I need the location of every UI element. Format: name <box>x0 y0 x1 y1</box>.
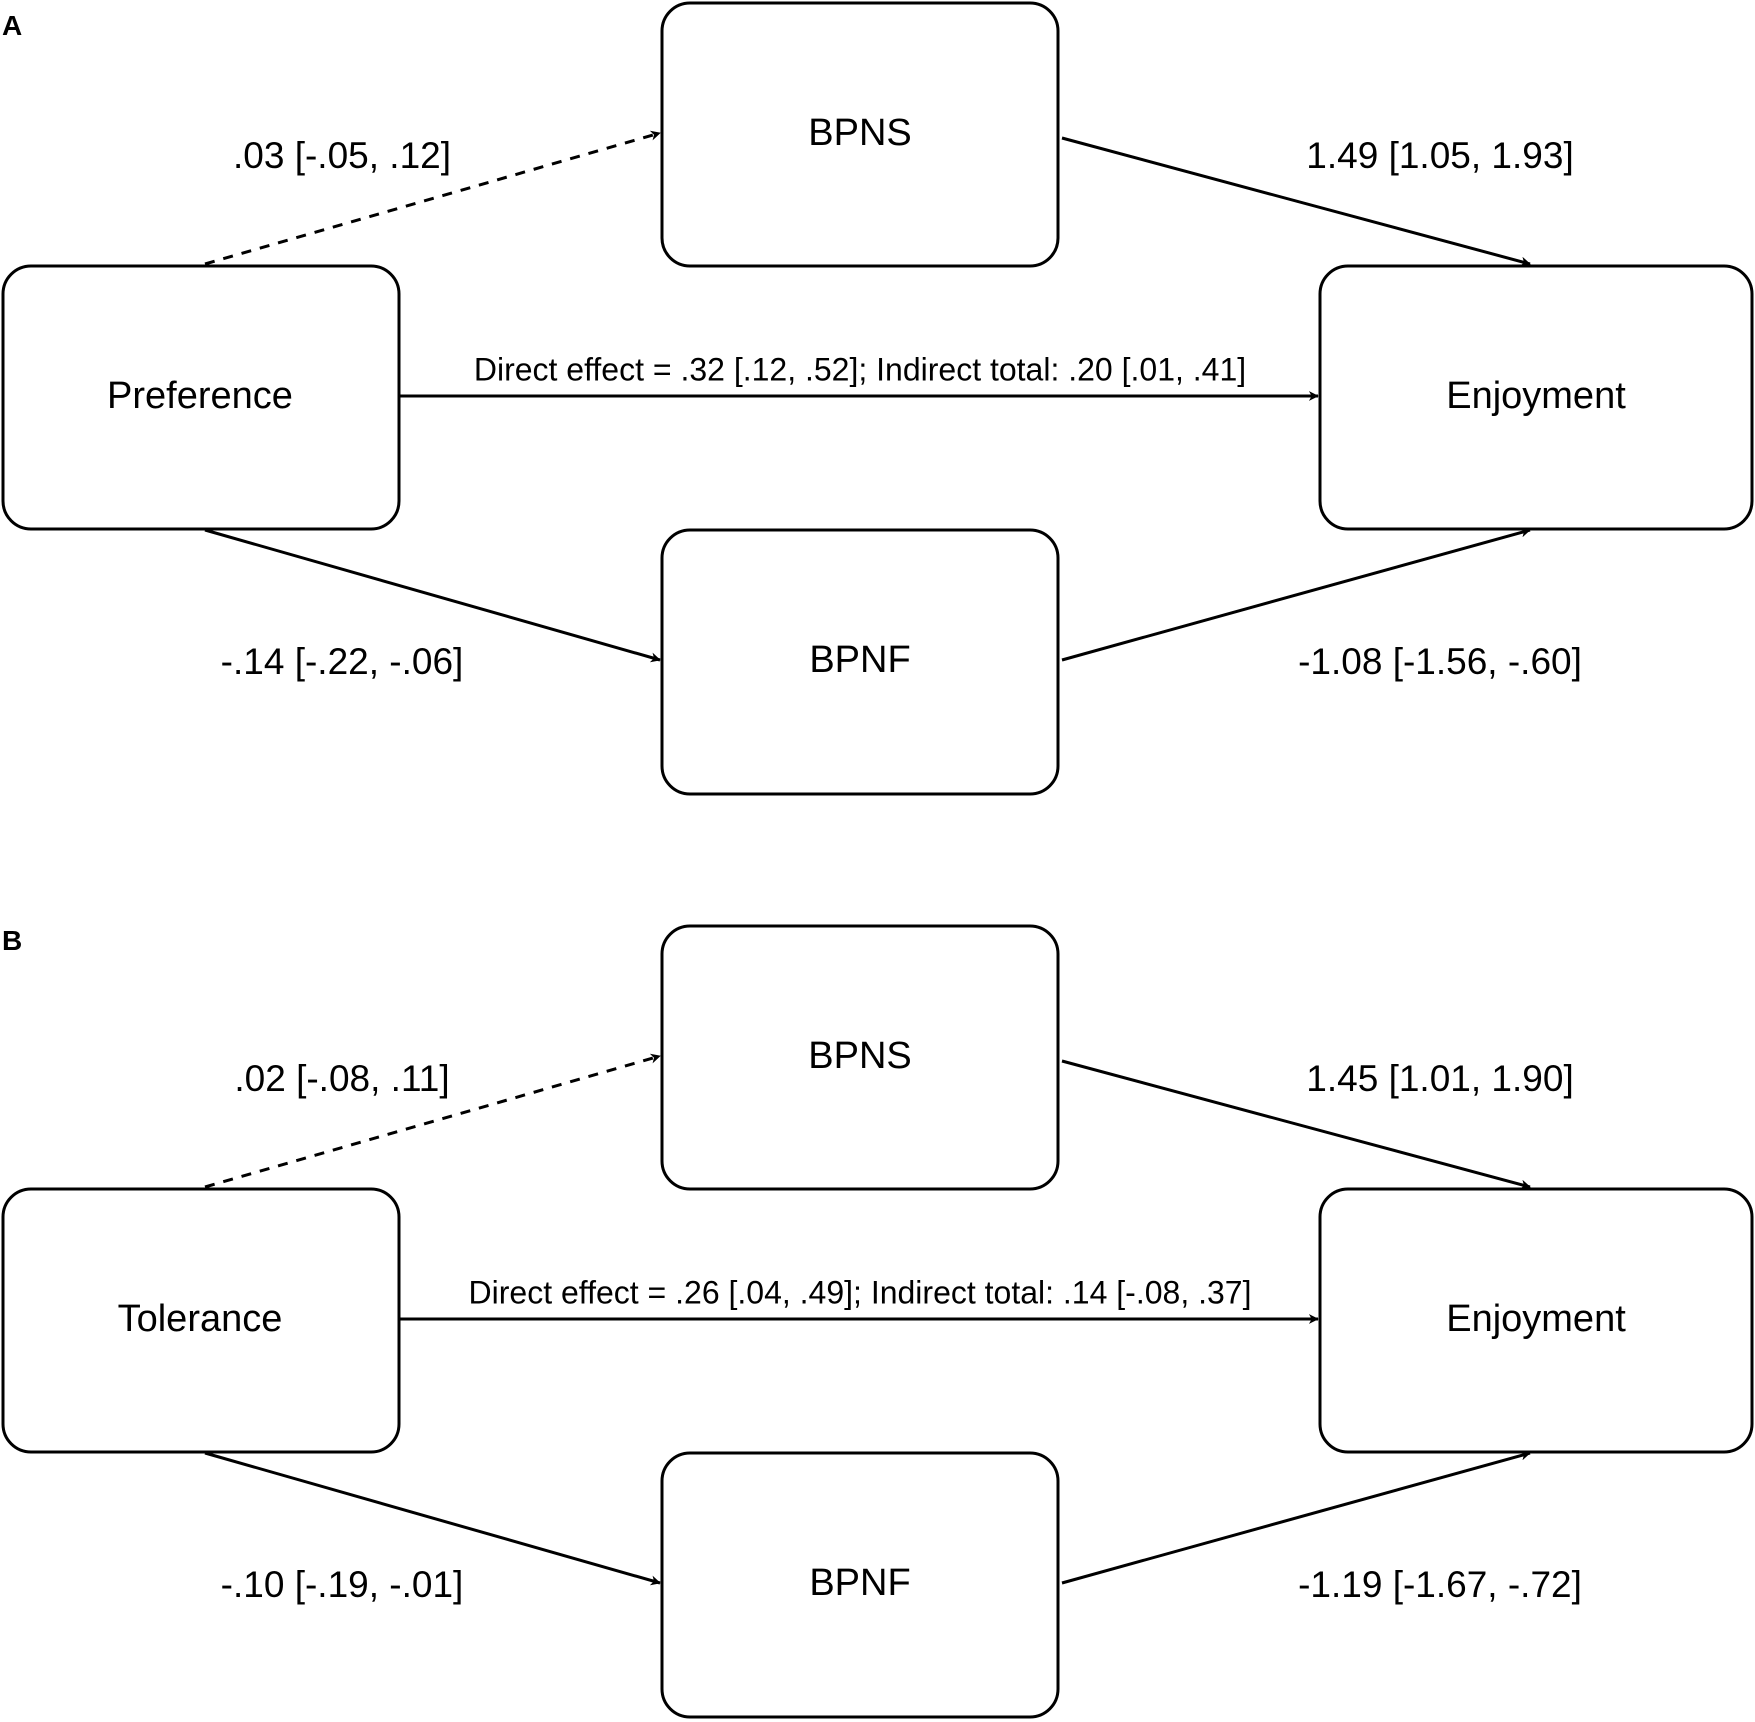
node-box-bpns <box>660 1 1060 268</box>
panel-a: A BPNS Preference Enjoyment BPNF .03 [-.… <box>1 1 1754 796</box>
node-box-outcome <box>1318 264 1754 531</box>
coef-bpnf-to-enjoyment: -1.08 [-1.56, -.60] <box>1298 641 1582 682</box>
coef-direct-effect: Direct effect = .32 [.12, .52]; Indirect… <box>474 351 1246 387</box>
node-label-bpns: BPNS <box>808 112 911 154</box>
node-label-predictor: Tolerance <box>118 1298 283 1340</box>
coef-predictor-to-bpnf: -.14 [-.22, -.06] <box>221 641 464 682</box>
node-label-predictor: Preference <box>107 375 293 417</box>
node-label-bpnf: BPNF <box>809 1562 910 1604</box>
edge-predictor-to-bpns <box>204 130 661 266</box>
coef-predictor-to-bpns: .03 [-.05, .12] <box>233 135 451 176</box>
coef-direct-effect: Direct effect = .26 [.04, .49]; Indirect… <box>469 1274 1252 1310</box>
coef-bpns-to-enjoyment: 1.45 [1.01, 1.90] <box>1306 1058 1573 1099</box>
node-box-predictor <box>1 264 401 531</box>
edge-bpns-to-enjoyment <box>1061 1059 1531 1190</box>
edge-bpnf-to-enjoyment <box>1061 527 1531 662</box>
coef-predictor-to-bpnf: -.10 [-.19, -.01] <box>221 1564 464 1605</box>
coef-bpnf-to-enjoyment: -1.19 [-1.67, -.72] <box>1298 1564 1582 1605</box>
node-box-bpnf <box>660 1451 1060 1719</box>
node-label-outcome: Enjoyment <box>1446 375 1626 417</box>
edge-predictor-to-bpnf <box>204 528 661 663</box>
panel-b: B BPNS Tolerance Enjoyment BPNF .02 [-.0… <box>1 924 1754 1719</box>
edge-bpnf-to-enjoyment <box>1061 1450 1531 1585</box>
node-box-outcome <box>1318 1187 1754 1454</box>
panel-letter-a: A <box>2 10 22 41</box>
node-label-bpns: BPNS <box>808 1035 911 1077</box>
edge-bpns-to-enjoyment <box>1061 136 1531 267</box>
panel-letter-b: B <box>2 925 22 956</box>
node-box-bpns <box>660 924 1060 1191</box>
node-box-bpnf <box>660 528 1060 796</box>
coef-bpns-to-enjoyment: 1.49 [1.05, 1.93] <box>1306 135 1573 176</box>
node-label-bpnf: BPNF <box>809 639 910 681</box>
node-label-outcome: Enjoyment <box>1446 1298 1626 1340</box>
edge-predictor-to-bpns <box>204 1053 661 1189</box>
node-box-predictor <box>1 1187 401 1454</box>
coef-predictor-to-bpns: .02 [-.08, .11] <box>234 1058 449 1099</box>
edge-predictor-to-bpnf <box>204 1451 661 1586</box>
